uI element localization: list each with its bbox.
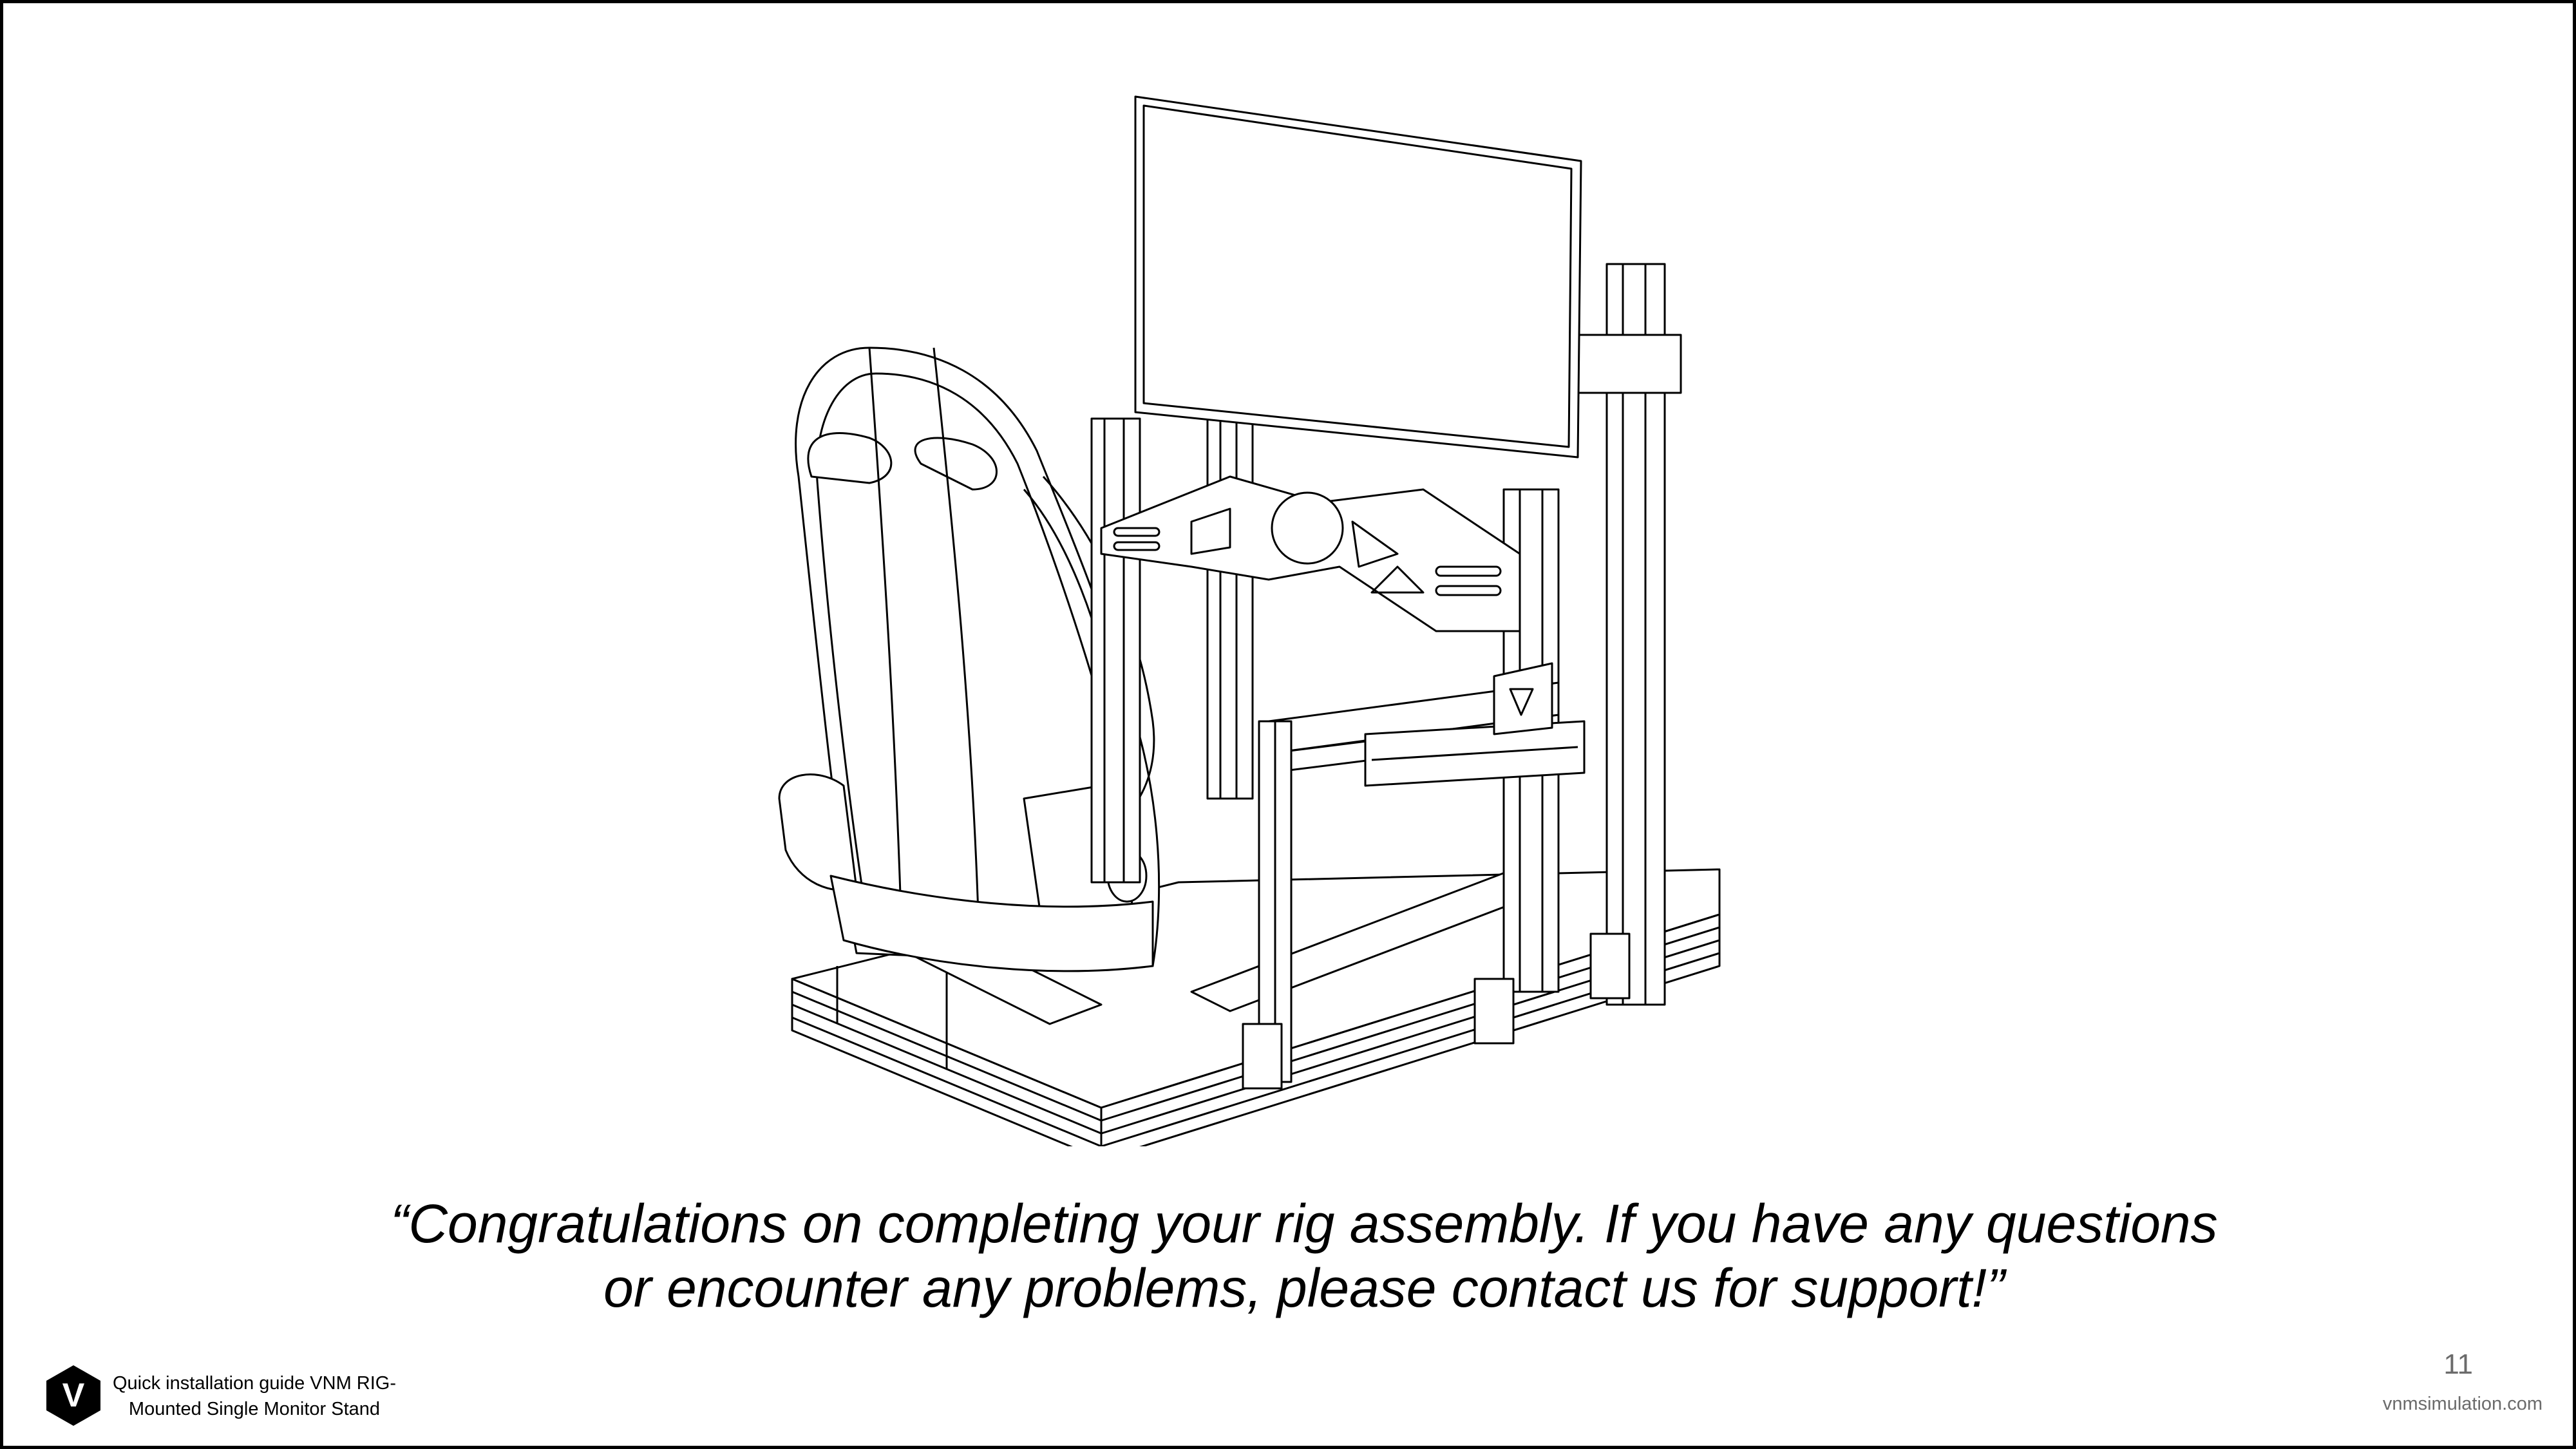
guide-title: Quick installation guide VNM RIG- Mounte…: [103, 1370, 406, 1422]
vnm-hexagon-logo-icon: V: [45, 1364, 102, 1427]
guide-title-line-2: Mounted Single Monitor Stand: [128, 1399, 381, 1419]
logo-letter: V: [62, 1377, 85, 1414]
closing-quote: “Congratulations on completing your rig …: [193, 1191, 2415, 1320]
rig-illustration: [741, 77, 1758, 1146]
page-number: 11: [2443, 1349, 2473, 1380]
guide-title-line-1: Quick installation guide VNM RIG-: [113, 1373, 396, 1394]
quote-line-2: or encounter any problems, please contac…: [603, 1258, 2005, 1318]
quote-line-1: “Congratulations on completing your rig …: [390, 1193, 2218, 1254]
website-url: vnmsimulation.com: [2382, 1394, 2543, 1414]
